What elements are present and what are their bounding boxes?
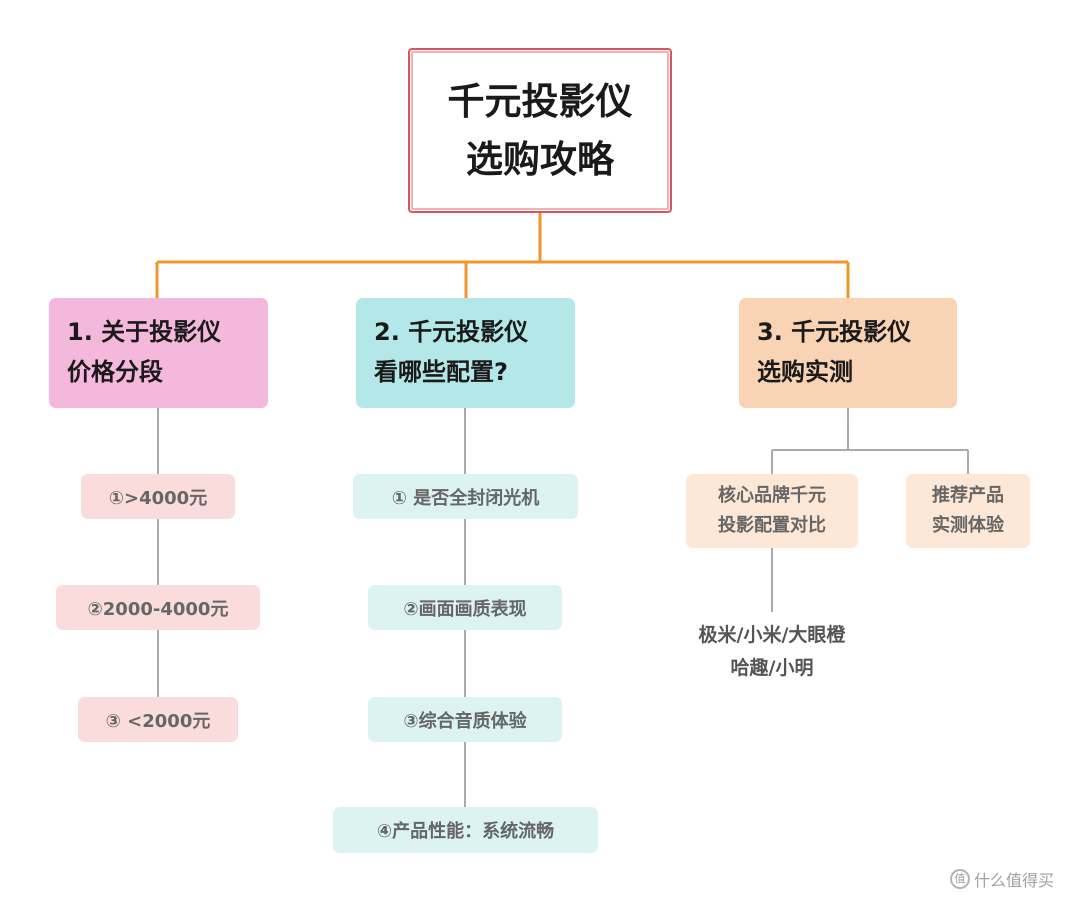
brands-note-line1: 极米/小米/大眼橙 bbox=[698, 624, 846, 646]
price-item-2: ②2000-4000元 bbox=[56, 585, 260, 630]
test-item-compare-line2: 投影配置对比 bbox=[718, 515, 826, 536]
config-item-1: ① 是否全封闭光机 bbox=[353, 474, 578, 519]
category-price-line1: 1. 关于投影仪 bbox=[67, 318, 222, 346]
category-price: 1. 关于投影仪 价格分段 bbox=[49, 298, 268, 408]
category-config-line2: 看哪些配置? bbox=[374, 358, 508, 386]
test-item-recommend-line1: 推荐产品 bbox=[932, 485, 1004, 506]
test-item-compare: 核心品牌千元 投影配置对比 bbox=[686, 474, 858, 548]
config-item-3: ③综合音质体验 bbox=[368, 697, 562, 742]
brands-note: 极米/小米/大眼橙 哈趣/小明 bbox=[667, 619, 877, 685]
test-item-recommend: 推荐产品 实测体验 bbox=[906, 474, 1030, 548]
config-item-2: ②画面画质表现 bbox=[368, 585, 562, 630]
config-item-4: ④产品性能：系统流畅 bbox=[333, 807, 598, 853]
price-item-1: ①>4000元 bbox=[81, 474, 235, 519]
root-node: 千元投影仪 选购攻略 bbox=[408, 48, 672, 213]
watermark: 值 什么值得买 bbox=[949, 867, 1054, 891]
brands-note-line2: 哈趣/小明 bbox=[730, 657, 814, 679]
category-test: 3. 千元投影仪 选购实测 bbox=[739, 298, 957, 408]
category-test-line2: 选购实测 bbox=[757, 358, 853, 386]
category-config-line1: 2. 千元投影仪 bbox=[374, 318, 529, 346]
category-price-line2: 价格分段 bbox=[67, 358, 163, 386]
price-item-3: ③ <2000元 bbox=[78, 697, 238, 742]
branch-connectors bbox=[157, 408, 969, 807]
test-item-compare-line1: 核心品牌千元 bbox=[718, 485, 826, 506]
category-config: 2. 千元投影仪 看哪些配置? bbox=[356, 298, 575, 408]
root-title-line1: 千元投影仪 bbox=[447, 79, 633, 123]
smzdm-logo-icon: 值 bbox=[949, 869, 970, 889]
watermark-text: 什么值得买 bbox=[973, 871, 1054, 890]
root-connectors bbox=[155, 213, 850, 298]
root-title-line2: 选购攻略 bbox=[466, 137, 614, 181]
category-test-line1: 3. 千元投影仪 bbox=[757, 318, 912, 346]
test-item-recommend-line2: 实测体验 bbox=[932, 515, 1004, 536]
